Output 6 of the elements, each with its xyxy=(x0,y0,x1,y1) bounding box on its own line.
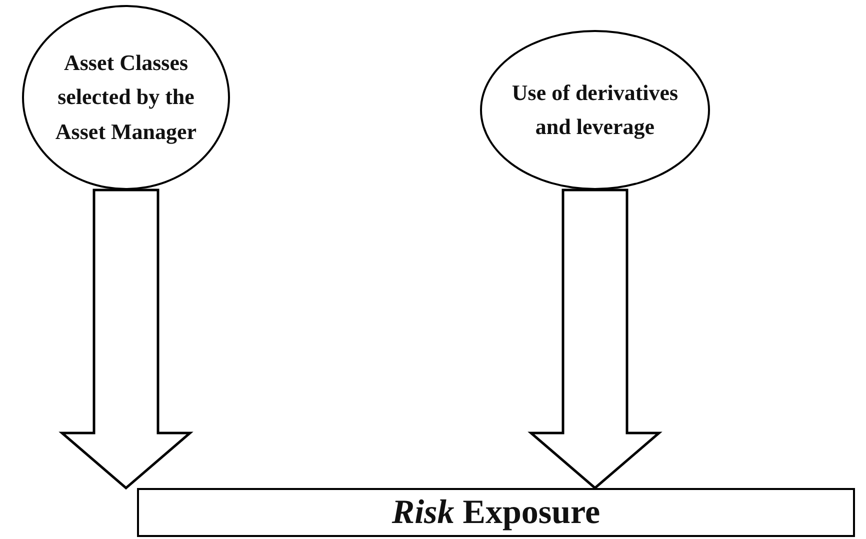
node-label: Use of derivatives and leverage xyxy=(510,78,680,141)
result-box xyxy=(137,488,855,537)
block-arrow xyxy=(58,188,194,490)
block-arrow xyxy=(528,188,662,490)
box-title: Risk Exposure xyxy=(392,494,600,532)
node-label: Asset Classes selected by the Asset Manager xyxy=(54,49,198,146)
